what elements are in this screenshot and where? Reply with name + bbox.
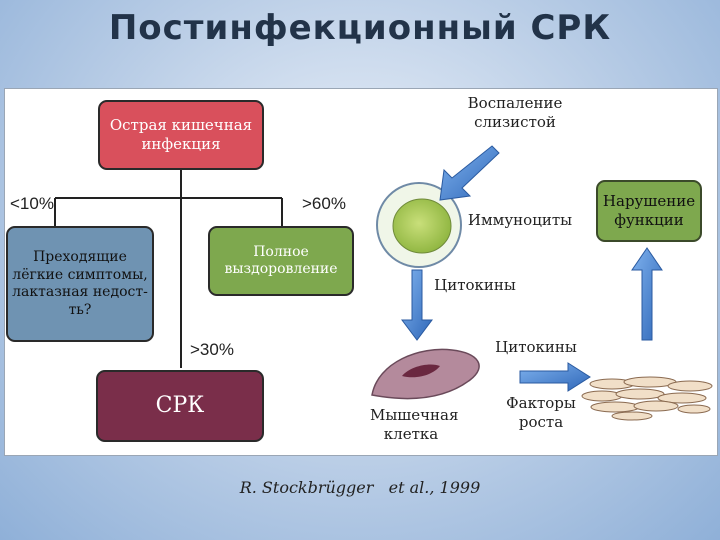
inflammation-label: Воспаление слизистой xyxy=(467,94,563,131)
growth-factors-label: Факторы роста xyxy=(506,394,576,431)
muscle-cell-icon xyxy=(371,348,480,400)
ibs-label: СРК xyxy=(155,393,205,418)
arrow-inflammation-to-immunocytes xyxy=(439,145,500,201)
ibs-box: СРК xyxy=(96,370,264,442)
arrow-right-growth-factors xyxy=(519,362,591,392)
slide-title: Постинфекционный СРК xyxy=(108,8,612,48)
arrow-up-dysfunction xyxy=(631,247,663,341)
full-recovery-box: Полное выздоровление xyxy=(208,226,354,296)
dysfunction-box: Нарушение функции xyxy=(596,180,702,242)
fibroblast-cells-icon xyxy=(581,376,713,421)
muscle-cell-label: Мышечная клетка xyxy=(370,406,459,443)
tree-connectors xyxy=(54,170,283,368)
transient-symptoms-box: Преходящие лёгкие симптомы, лактазная не… xyxy=(6,226,154,342)
acute-infection-box: Острая кишечная инфекция xyxy=(98,100,264,170)
cytokines-label-1: Цитокины xyxy=(434,276,516,294)
cytokines-label-2: Цитокины xyxy=(495,338,577,356)
full-recovery-label: Полное выздоровление xyxy=(224,243,338,278)
percent-gt60: >60% xyxy=(302,194,346,213)
arrow-down-cytokines xyxy=(401,269,433,341)
citation: R. Stockbrügger et al., 1999 xyxy=(239,478,481,497)
percent-lt10: <10% xyxy=(10,194,54,213)
transient-symptoms-label: Преходящие лёгкие симптомы, лактазная не… xyxy=(12,249,148,318)
dysfunction-label: Нарушение функции xyxy=(602,192,696,229)
acute-infection-label: Острая кишечная инфекция xyxy=(109,116,253,153)
immunocytes-label: Иммуноциты xyxy=(467,211,573,229)
immunocyte-cell-icon xyxy=(376,182,462,268)
percent-gt30: >30% xyxy=(190,340,234,359)
